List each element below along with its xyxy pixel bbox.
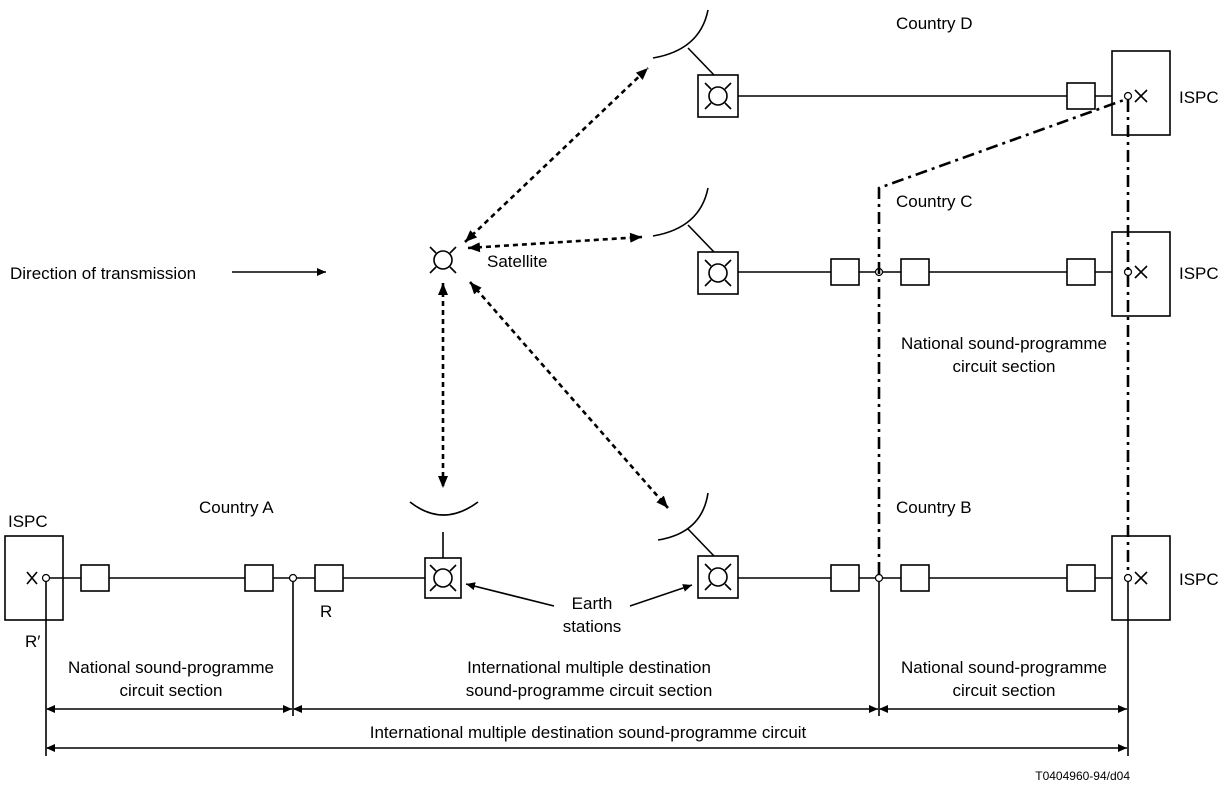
ispc-c-box bbox=[1111, 231, 1171, 317]
pointer-arrow bbox=[465, 582, 555, 607]
country-b-row bbox=[657, 492, 1171, 621]
label-intl-circuit: International multiple destination sound… bbox=[370, 723, 807, 742]
label-reference: T0404960-94/d04 bbox=[1035, 769, 1130, 783]
label-ispc-d: ISPC bbox=[1179, 88, 1219, 107]
dish-b-icon bbox=[657, 492, 709, 541]
earth-station-b bbox=[697, 555, 739, 599]
label-intl-section-2: sound-programme circuit section bbox=[466, 681, 713, 700]
repeater-box bbox=[244, 564, 274, 592]
label-country-d: Country D bbox=[896, 14, 973, 33]
cross-a bbox=[26, 571, 38, 585]
label-country-c: Country C bbox=[896, 192, 973, 211]
repeater-box bbox=[830, 258, 860, 286]
label-earth-stations-2: stations bbox=[563, 617, 622, 636]
label-r-prime: R′ bbox=[25, 632, 40, 651]
dashdot-link-left bbox=[877, 98, 1125, 574]
node-r-prime bbox=[41, 573, 51, 583]
repeater-box bbox=[80, 564, 110, 592]
satellite-icon bbox=[429, 246, 457, 274]
repeater-box-r bbox=[314, 564, 344, 592]
label-r: R bbox=[320, 602, 332, 621]
link-sat-d bbox=[464, 67, 649, 243]
label-ispc-b: ISPC bbox=[1179, 570, 1219, 589]
label-national-a-1: National sound-programme bbox=[68, 658, 274, 677]
repeater-box bbox=[900, 258, 930, 286]
label-country-a: Country A bbox=[199, 498, 274, 517]
label-national-c-2: circuit section bbox=[953, 357, 1056, 376]
dish-d-icon bbox=[652, 9, 709, 59]
label-satellite: Satellite bbox=[487, 252, 547, 271]
dish-a-icon bbox=[409, 501, 479, 516]
label-intl-section-1: International multiple destination bbox=[467, 658, 711, 677]
pointer-arrow bbox=[629, 584, 693, 607]
ispc-d-box bbox=[1111, 50, 1171, 136]
label-ispc-a: ISPC bbox=[8, 512, 48, 531]
link-sat-c bbox=[467, 232, 643, 253]
repeater-box bbox=[1066, 564, 1096, 592]
label-national-b-2: circuit section bbox=[953, 681, 1056, 700]
country-c-row bbox=[652, 187, 1171, 317]
cross-b bbox=[1134, 571, 1148, 585]
repeater-box bbox=[1066, 82, 1096, 110]
label-national-a-2: circuit section bbox=[120, 681, 223, 700]
label-ispc-c: ISPC bbox=[1179, 264, 1219, 283]
cross-d bbox=[1134, 89, 1148, 103]
node-a-boundary bbox=[288, 573, 298, 583]
earth-station-a bbox=[424, 557, 462, 599]
repeater-box bbox=[1066, 258, 1096, 286]
repeater-box bbox=[830, 564, 860, 592]
label-earth-stations-1: Earth bbox=[572, 594, 613, 613]
label-direction: Direction of transmission bbox=[10, 264, 196, 283]
repeater-box bbox=[900, 564, 930, 592]
label-national-c-1: National sound-programme bbox=[901, 334, 1107, 353]
earth-station-d bbox=[697, 74, 739, 118]
country-a-row bbox=[4, 501, 479, 621]
dish-c-icon bbox=[652, 187, 709, 237]
cross-c bbox=[1134, 265, 1148, 279]
country-d-row bbox=[652, 9, 1171, 136]
link-sat-b bbox=[469, 281, 669, 509]
earth-station-c bbox=[697, 251, 739, 295]
label-national-b-1: National sound-programme bbox=[901, 658, 1107, 677]
label-country-b: Country B bbox=[896, 498, 972, 517]
